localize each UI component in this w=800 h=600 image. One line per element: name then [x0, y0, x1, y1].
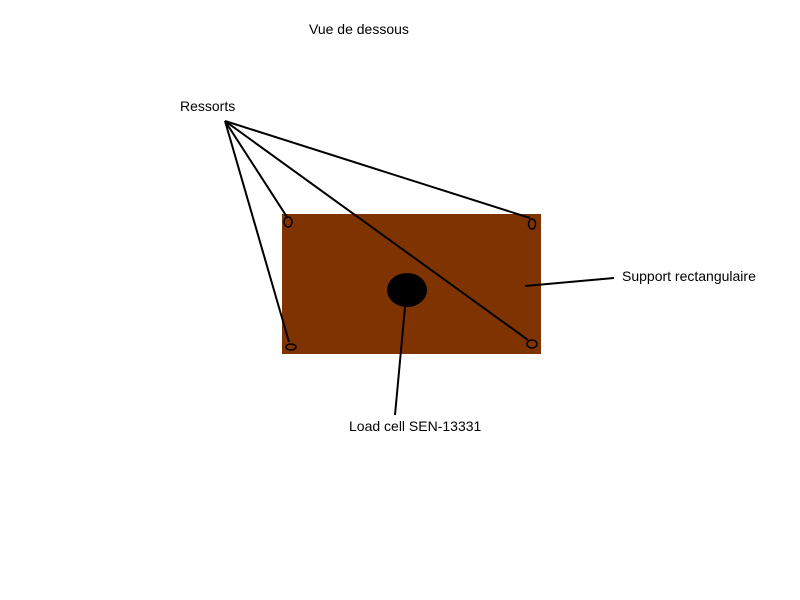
leader-spring-top-right [224, 120, 531, 219]
label-load-cell: Load cell SEN-13331 [349, 418, 482, 434]
spring-bottom-right [526, 339, 538, 349]
spring-bottom-left [285, 343, 297, 351]
label-springs: Ressorts [180, 98, 235, 114]
leader-spring-bottom-right [224, 120, 529, 341]
leader-spring-bottom-left [224, 120, 290, 343]
spring-top-right [527, 218, 537, 230]
spring-top-left [283, 216, 293, 228]
leader-spring-top-left [224, 120, 288, 218]
leader-load-cell [394, 306, 406, 416]
leader-support [524, 277, 615, 287]
label-support: Support rectangulaire [622, 268, 756, 284]
diagram-title: Vue de dessous [309, 21, 409, 37]
load-cell [387, 273, 427, 307]
springs-leader-lines [224, 120, 531, 343]
